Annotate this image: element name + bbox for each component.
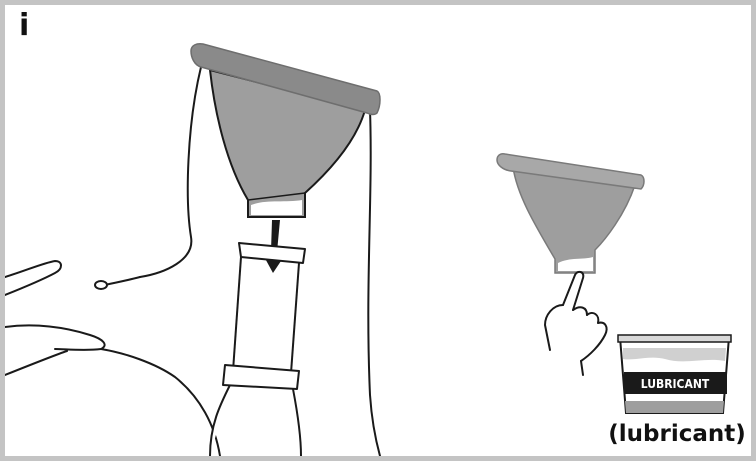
lubricant-tub-label: LUBRICANT	[641, 377, 710, 391]
funnel-small-icon	[497, 154, 644, 273]
pointing-hand-icon	[545, 272, 607, 375]
lubricant-caption: (lubricant)	[607, 423, 747, 446]
lubricant-tub-icon: LUBRICANT	[618, 335, 731, 413]
illustration-scene: LUBRICANT	[5, 5, 751, 456]
tube-icon	[210, 243, 305, 456]
funnel-large-icon	[191, 44, 380, 217]
